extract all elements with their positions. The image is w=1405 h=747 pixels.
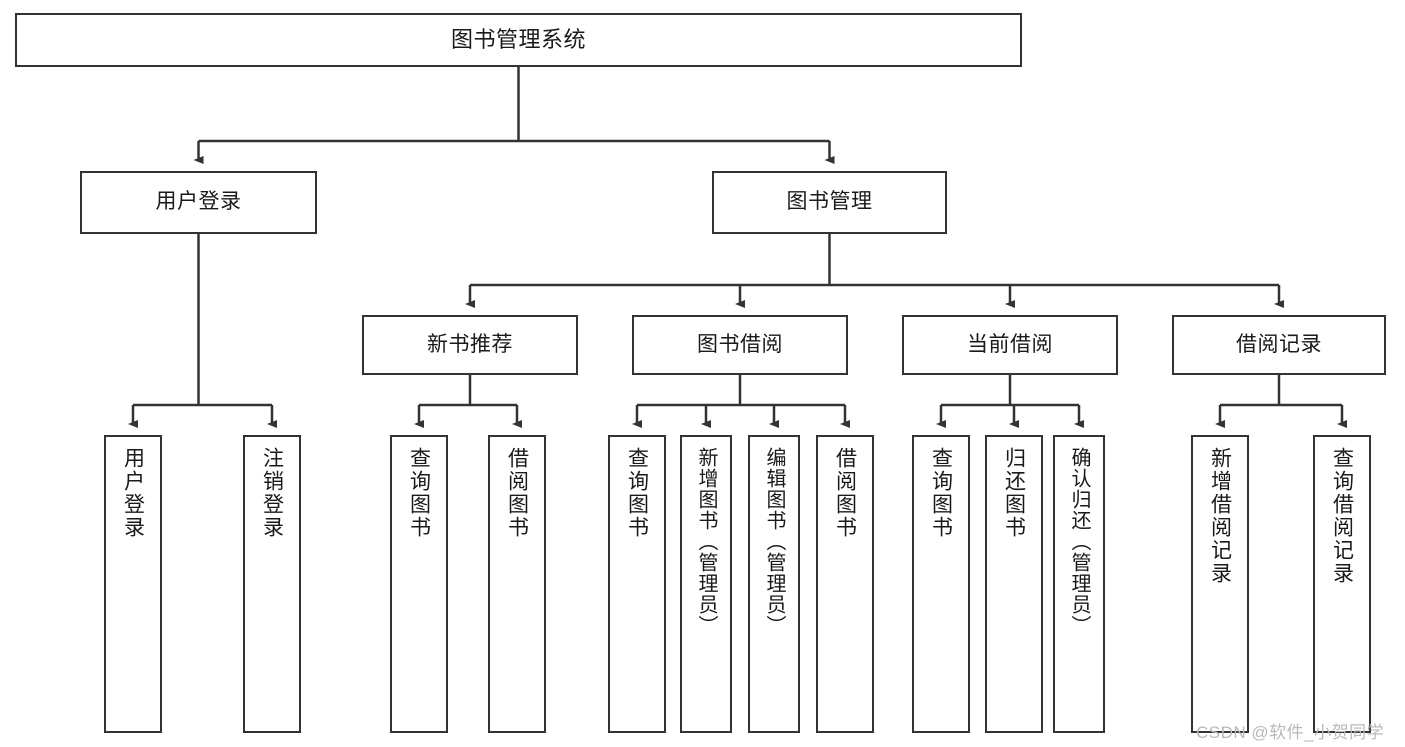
node-label: 当前借阅 bbox=[967, 332, 1053, 356]
node-label: 确认归还（管理员） bbox=[1068, 447, 1090, 636]
node-label: 借阅图书 bbox=[833, 447, 857, 539]
node-leaf-query-borrow-record[interactable]: 查询借阅记录 bbox=[1313, 435, 1371, 733]
node-label: 用户登录 bbox=[155, 190, 242, 214]
node-leaf-return-book[interactable]: 归还图书 bbox=[985, 435, 1043, 733]
node-label: 编辑图书（管理员） bbox=[763, 447, 785, 636]
node-label: 查询图书 bbox=[625, 447, 649, 539]
node-leaf-add-book-admin[interactable]: 新增图书（管理员） bbox=[680, 435, 732, 733]
node-leaf-edit-book-admin[interactable]: 编辑图书（管理员） bbox=[748, 435, 800, 733]
node-borrowing-record[interactable]: 借阅记录 bbox=[1172, 315, 1386, 375]
node-user-login[interactable]: 用户登录 bbox=[80, 171, 317, 234]
node-leaf-borrow-book[interactable]: 借阅图书 bbox=[816, 435, 874, 733]
node-leaf-add-borrow-record[interactable]: 新增借阅记录 bbox=[1191, 435, 1249, 733]
node-label: 查询图书 bbox=[407, 447, 431, 539]
node-book-management[interactable]: 图书管理 bbox=[712, 171, 947, 234]
node-label: 新增借阅记录 bbox=[1208, 447, 1232, 585]
node-label: 借阅图书 bbox=[505, 447, 529, 539]
node-leaf-logout[interactable]: 注销登录 bbox=[243, 435, 301, 733]
node-label: 新书推荐 bbox=[427, 332, 513, 356]
node-label: 图书借阅 bbox=[697, 332, 783, 356]
node-leaf-user-login[interactable]: 用户登录 bbox=[104, 435, 162, 733]
node-leaf-query-book-current[interactable]: 查询图书 bbox=[912, 435, 970, 733]
node-label: 图书管理系统 bbox=[450, 27, 586, 53]
node-label: 注销登录 bbox=[260, 447, 284, 539]
csdn-watermark: CSDN @软件_小贺同学 bbox=[1196, 723, 1385, 742]
node-label: 归还图书 bbox=[1002, 447, 1026, 539]
node-current-borrowing[interactable]: 当前借阅 bbox=[902, 315, 1118, 375]
node-label: 借阅记录 bbox=[1236, 332, 1322, 356]
node-new-book-recommendation[interactable]: 新书推荐 bbox=[362, 315, 578, 375]
node-leaf-borrow-book-recommend[interactable]: 借阅图书 bbox=[488, 435, 546, 733]
node-label: 新增图书（管理员） bbox=[695, 447, 717, 636]
node-leaf-confirm-return-admin[interactable]: 确认归还（管理员） bbox=[1053, 435, 1105, 733]
node-book-borrowing[interactable]: 图书借阅 bbox=[632, 315, 848, 375]
node-label: 查询图书 bbox=[929, 447, 953, 539]
node-label: 用户登录 bbox=[121, 447, 145, 539]
node-label: 查询借阅记录 bbox=[1330, 447, 1354, 585]
node-root-system[interactable]: 图书管理系统 bbox=[15, 13, 1022, 67]
node-leaf-query-book-recommend[interactable]: 查询图书 bbox=[390, 435, 448, 733]
node-label: 图书管理 bbox=[786, 190, 873, 214]
node-leaf-query-book-borrow[interactable]: 查询图书 bbox=[608, 435, 666, 733]
